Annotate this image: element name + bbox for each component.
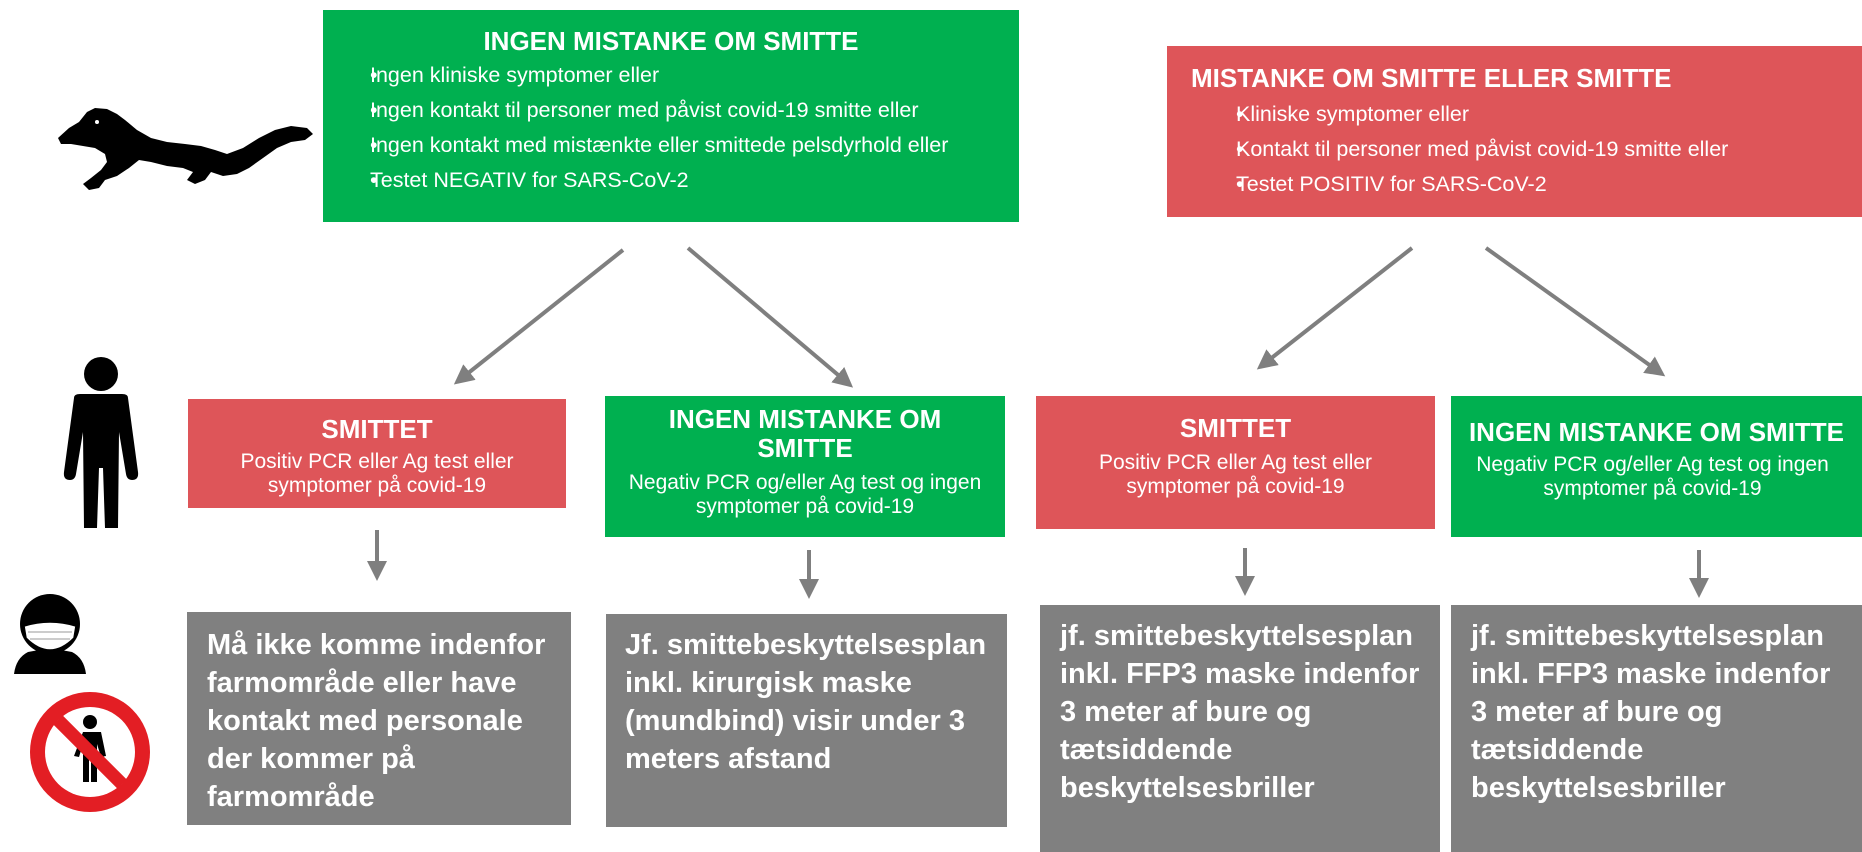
no-entry-person-icon [30, 692, 150, 812]
middle-box-text: Positiv PCR eller Ag test eller symptome… [240, 450, 514, 497]
list-item: Ingen kontakt til personer med påvist co… [323, 93, 1019, 128]
bottom-box-4: jf. smittebeskyttelsesplan inkl. FFP3 ma… [1451, 605, 1862, 852]
middle-box-no-suspicion-2: INGEN MISTANKE OM SMITTE Negativ PCR og/… [1451, 396, 1862, 537]
arrow-top-right-to-no-suspicion [1484, 246, 1666, 377]
arrow-top-left-to-infected [453, 248, 625, 385]
list-item: Testet NEGATIV for SARS-CoV-2 [323, 163, 1019, 198]
middle-box-title: INGEN MISTANKE OM SMITTE [1468, 417, 1845, 447]
middle-box-title: SMITTET [321, 414, 433, 444]
top-box-suspicion-or-infection: MISTANKE OM SMITTE ELLER SMITTE Kliniske… [1167, 46, 1862, 217]
mink-icon [58, 108, 313, 190]
bottom-box-text: jf. smittebeskyttelsesplan inkl. FFP3 ma… [1060, 620, 1420, 804]
top-box-no-suspicion-title: INGEN MISTANKE OM SMITTE [483, 26, 859, 56]
middle-box-infected-2: SMITTET Positiv PCR eller Ag test eller … [1036, 396, 1435, 529]
middle-box-no-suspicion-1: INGEN MISTANKE OM SMITTE Negativ PCR og/… [605, 396, 1005, 537]
middle-box-title: SMITTET [1179, 413, 1292, 443]
bottom-box-text: Jf. smittebeskyttelsesplan inkl. kirurgi… [625, 629, 987, 775]
top-box-suspicion-title: MISTANKE OM SMITTE ELLER SMITTE [1191, 63, 1672, 93]
middle-box-text: Negativ PCR og/eller Ag test og ingen sy… [628, 471, 982, 518]
arrow-top-right-to-infected [1256, 246, 1414, 370]
middle-box-title: INGEN MISTANKE OM SMITTE [668, 404, 942, 463]
top-box-no-suspicion: INGEN MISTANKE OM SMITTE Ingen kliniske … [323, 10, 1019, 222]
bottom-box-2: Jf. smittebeskyttelsesplan inkl. kirurgi… [606, 614, 1007, 827]
top-box-no-suspicion-list: Ingen kliniske symptomer eller Ingen kon… [323, 58, 1019, 198]
bottom-box-text: Må ikke komme indenfor farmområde eller … [207, 629, 546, 813]
middle-box-text: Positiv PCR eller Ag test eller symptome… [1098, 451, 1373, 498]
middle-box-infected-1: SMITTET Positiv PCR eller Ag test eller … [188, 399, 566, 508]
middle-box-text: Negativ PCR og/eller Ag test og ingen sy… [1476, 453, 1829, 500]
list-item: Testet POSITIV for SARS-CoV-2 [1191, 167, 1862, 202]
masked-person-icon [14, 594, 86, 674]
list-item: Kliniske symptomer eller [1191, 97, 1862, 132]
bottom-box-1: Må ikke komme indenfor farmområde eller … [187, 612, 571, 825]
bottom-box-text: jf. smittebeskyttelsesplan inkl. FFP3 ma… [1471, 620, 1831, 804]
list-item: Ingen kliniske symptomer eller [323, 58, 1019, 93]
bottom-box-3: jf. smittebeskyttelsesplan inkl. FFP3 ma… [1040, 605, 1440, 852]
top-box-suspicion-list: Kliniske symptomer eller Kontakt til per… [1191, 97, 1862, 202]
list-item: Ingen kontakt med mistænkte eller smitte… [323, 128, 1019, 163]
arrow-top-left-to-no-suspicion [686, 246, 854, 388]
person-icon [63, 357, 139, 528]
list-item: Kontakt til personer med påvist covid-19… [1191, 132, 1862, 167]
